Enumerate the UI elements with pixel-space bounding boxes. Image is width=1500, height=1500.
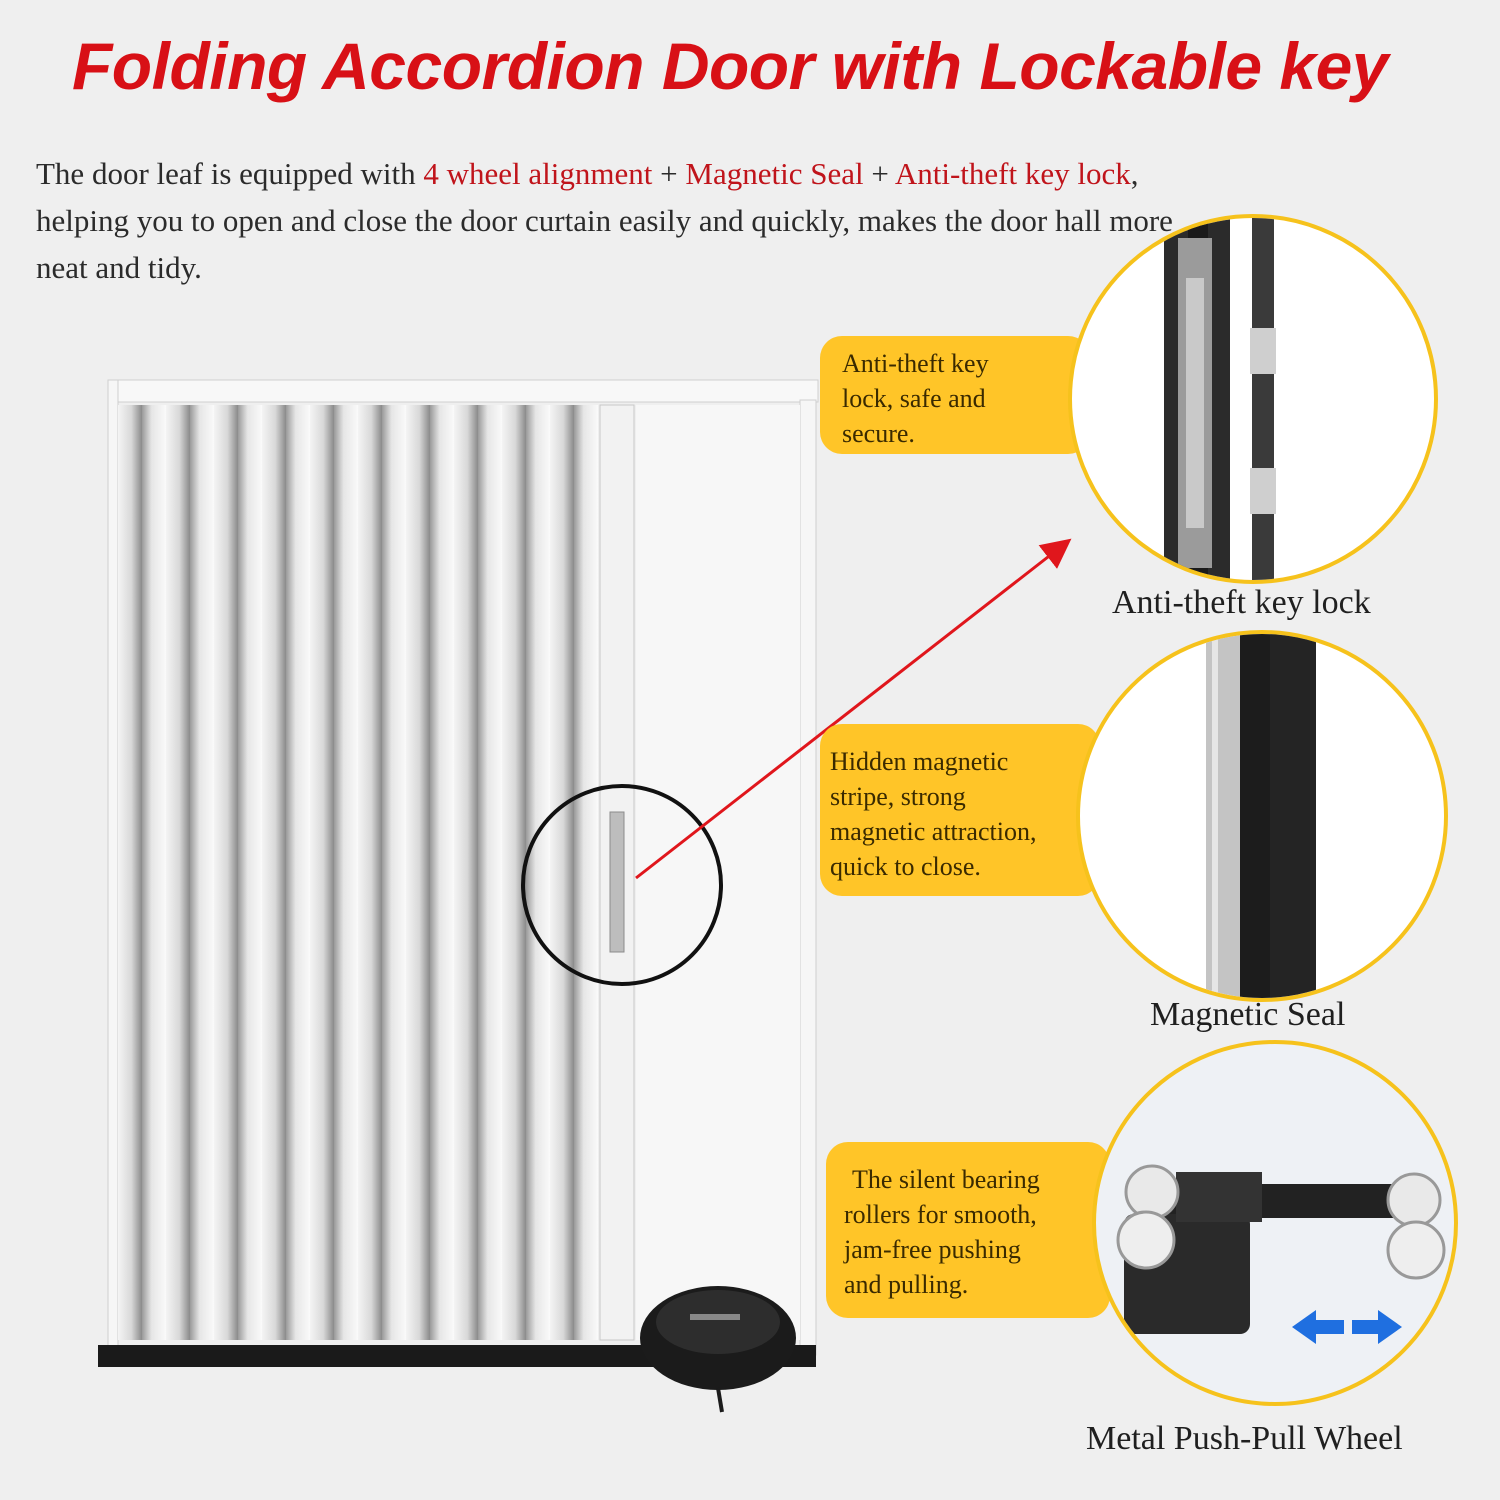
floor-track: [98, 1345, 816, 1367]
intro-part2: , helping you to open and close the door…: [36, 156, 1173, 285]
intro-plus-2: +: [863, 156, 895, 191]
highlight-key-lock: Anti-theft key lock: [894, 156, 1131, 191]
callout-line: jam-free pushing: [844, 1235, 1021, 1264]
callout-key-lock: Anti-theft key lock, safe and secure.: [820, 336, 1090, 454]
callout-line: Hidden magnetic: [830, 747, 1009, 776]
page-title: Folding Accordion Door with Lockable key: [71, 29, 1389, 103]
handle-highlight-circle: [521, 784, 723, 986]
callout-line: stripe, strong: [830, 782, 966, 811]
callout-line: quick to close.: [830, 852, 981, 881]
door-left-jamb: [107, 379, 119, 1356]
callout-line: Anti-theft key: [842, 349, 989, 378]
pointer-arrow: [635, 538, 1072, 880]
door-top-rail: [107, 379, 819, 403]
door-pleats: [118, 405, 598, 1340]
callout-line: lock, safe and: [842, 384, 986, 413]
intro-plus-1: +: [652, 156, 686, 191]
intro-text: The door leaf is equipped with 4 wheel a…: [36, 150, 1176, 291]
callout-line: magnetic attraction,: [830, 817, 1037, 846]
open-doorway: [636, 405, 800, 1340]
highlight-wheel-alignment: 4 wheel alignment: [423, 156, 653, 191]
door-handle: [609, 811, 625, 953]
roller-wheel-closeup-icon: [1092, 1040, 1458, 1406]
highlight-magnetic-seal: Magnetic Seal: [685, 156, 864, 191]
callout-roller-wheel: The silent bearing rollers for smooth, j…: [826, 1142, 1110, 1318]
callout-line: The silent bearing: [852, 1165, 1040, 1194]
caption-roller-wheel: Metal Push-Pull Wheel: [1086, 1420, 1403, 1457]
magnetic-strip-closeup-icon: [1076, 630, 1448, 1002]
intro-part1: The door leaf is equipped with: [36, 156, 424, 191]
callout-line: secure.: [842, 419, 915, 448]
callout-line: rollers for smooth,: [844, 1200, 1037, 1229]
callout-line: and pulling.: [844, 1270, 969, 1299]
door-right-jamb: [799, 399, 817, 1356]
caption-key-lock: Anti-theft key lock: [1112, 584, 1371, 621]
key-lock-closeup-icon: [1068, 214, 1438, 584]
caption-magnetic-seal: Magnetic Seal: [1150, 996, 1346, 1033]
callout-magnetic-seal: Hidden magnetic stripe, strong magnetic …: [820, 724, 1100, 896]
